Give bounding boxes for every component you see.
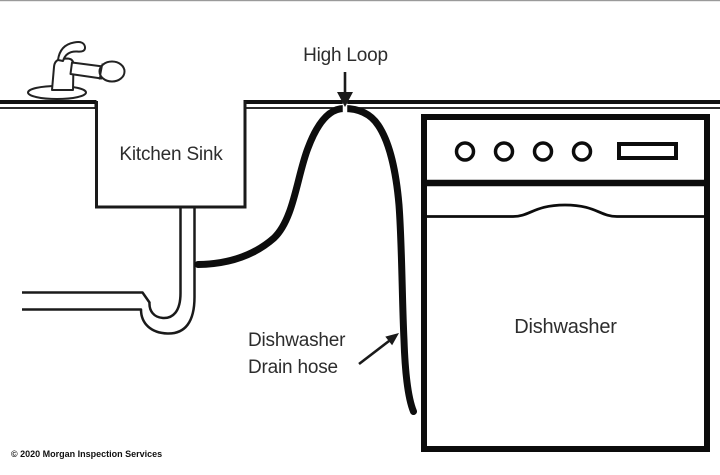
sink-basin [95, 101, 247, 209]
drain-hose-curve [194, 104, 417, 415]
dishwasher-knobs [454, 141, 593, 162]
kitchen-sink-label: Kitchen Sink [119, 144, 223, 165]
high-loop-label: High Loop [303, 45, 388, 66]
dishwasher-label: Dishwasher [514, 316, 617, 338]
high-loop-arrowhead [337, 92, 353, 107]
high-loop-arrow [337, 72, 353, 107]
sink-drain-trap [22, 208, 196, 335]
dishwasher-body [421, 114, 710, 452]
faucet-handle [57, 41, 87, 62]
drain-hose-label-line1: Dishwasher [248, 330, 346, 351]
countertop-left [0, 100, 97, 109]
faucet-sprayer-head [98, 60, 126, 83]
dishwasher-door-line [427, 203, 704, 218]
dishwasher-knob-4 [571, 141, 593, 162]
dishwasher-knob-1 [454, 141, 476, 162]
top-edge-line [0, 0, 720, 2]
dishwasher-knob-2 [493, 141, 515, 162]
faucet-icon [27, 41, 126, 100]
copyright-text: © 2020 Morgan Inspection Services [11, 449, 163, 459]
drain-hose-arrow [358, 333, 399, 366]
drain-hose-label-line2: Drain hose [248, 357, 338, 378]
faucet-sprayer-joint [98, 63, 104, 80]
drain-hose-arrowhead [385, 333, 399, 346]
countertop-right [243, 100, 720, 109]
drain-hose-label: Dishwasher Drain hose [248, 327, 345, 381]
dishwasher-knob-3 [532, 141, 554, 162]
dishwasher-display [617, 142, 678, 160]
faucet-spout [69, 61, 104, 80]
